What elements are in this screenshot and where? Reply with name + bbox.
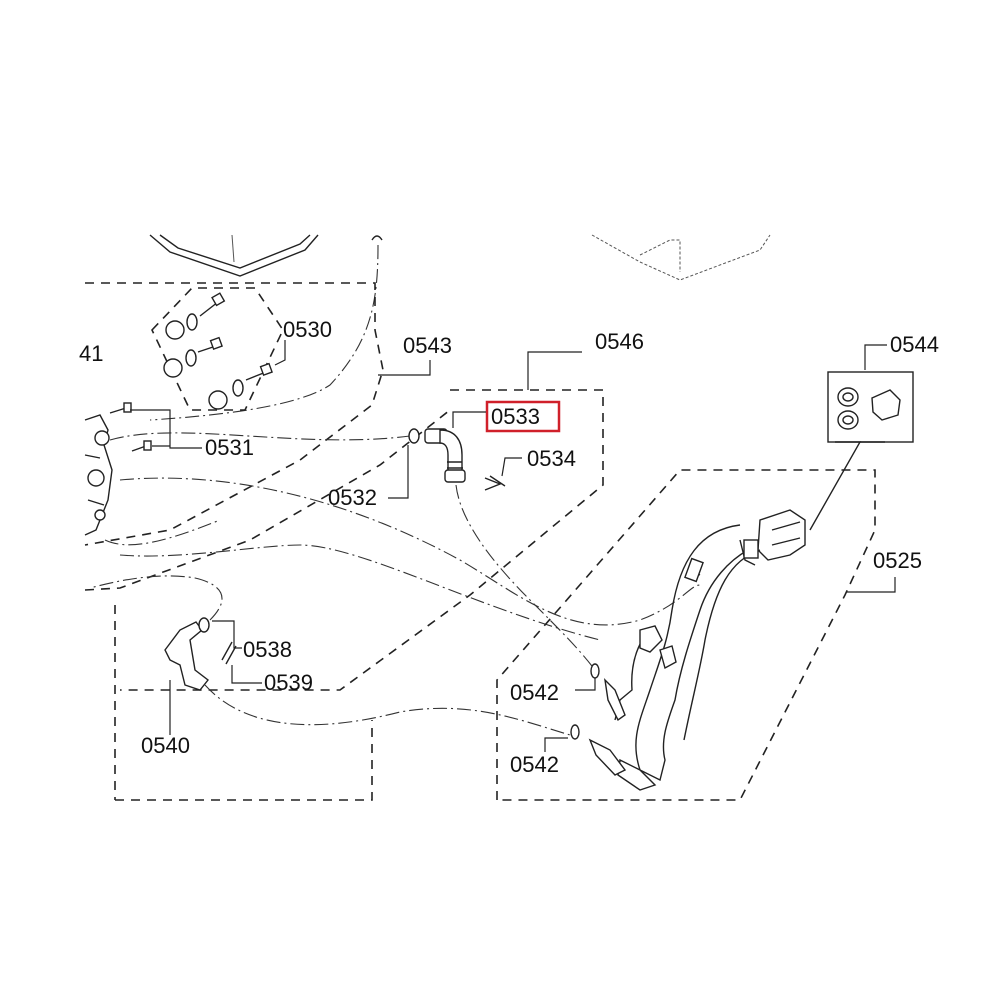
leader-0532 xyxy=(388,445,409,499)
screws-0531 xyxy=(109,402,152,452)
label-cropped-left[interactable]: 41 xyxy=(79,341,103,366)
leader-0542-lower xyxy=(544,737,568,752)
label-0542-upper[interactable]: 0542 xyxy=(510,680,559,705)
hose-from-elbow xyxy=(455,484,596,671)
leader-0543 xyxy=(378,360,431,376)
leader-0542-upper xyxy=(575,678,596,691)
leader-0534 xyxy=(501,457,522,477)
manifold-hoses-0525 xyxy=(614,509,806,791)
label-0546[interactable]: 0546 xyxy=(595,329,644,354)
label-0542-lower[interactable]: 0542 xyxy=(510,752,559,777)
bolts-group-0530 xyxy=(163,292,273,410)
label-0540[interactable]: 0540 xyxy=(141,733,190,758)
label-0534[interactable]: 0534 xyxy=(527,446,576,471)
leader-0538 xyxy=(212,620,242,649)
label-0533[interactable]: 0533 xyxy=(491,404,540,429)
leader-0539 xyxy=(231,665,262,684)
inset-0544 xyxy=(809,371,914,531)
leader-0530 xyxy=(274,340,286,366)
label-0543[interactable]: 0543 xyxy=(403,333,452,358)
group-0525-outline xyxy=(496,469,876,801)
leader-0525 xyxy=(846,577,896,593)
label-0525[interactable]: 0525 xyxy=(873,548,922,573)
label-0539[interactable]: 0539 xyxy=(264,670,313,695)
pump-assembly-left xyxy=(84,414,221,546)
clip-0539 xyxy=(221,641,237,665)
seal-0542-lower xyxy=(570,724,627,776)
label-0538[interactable]: 0538 xyxy=(243,637,292,662)
label-0530[interactable]: 0530 xyxy=(283,317,332,342)
elbow-fitting-0533 xyxy=(408,428,466,483)
seal-0542-upper xyxy=(590,663,626,722)
main-hoses xyxy=(109,432,701,641)
leader-0546 xyxy=(527,351,582,390)
clip-0534 xyxy=(484,475,506,491)
appliance-base-left xyxy=(149,234,319,277)
appliance-base-right xyxy=(591,234,771,281)
group-0540-outline xyxy=(114,605,373,801)
group-0546-outline xyxy=(120,389,604,691)
leader-0544 xyxy=(864,344,887,370)
label-0544[interactable]: 0544 xyxy=(890,332,939,357)
fitting-0540 xyxy=(89,575,571,736)
hose-hanger xyxy=(149,235,383,421)
label-0531[interactable]: 0531 xyxy=(205,435,254,460)
leader-0531 xyxy=(130,409,202,449)
label-0532[interactable]: 0532 xyxy=(328,485,377,510)
highlight-box-0533 xyxy=(485,400,561,433)
leader-0533 xyxy=(452,411,486,428)
region-0543-outline xyxy=(84,282,451,591)
